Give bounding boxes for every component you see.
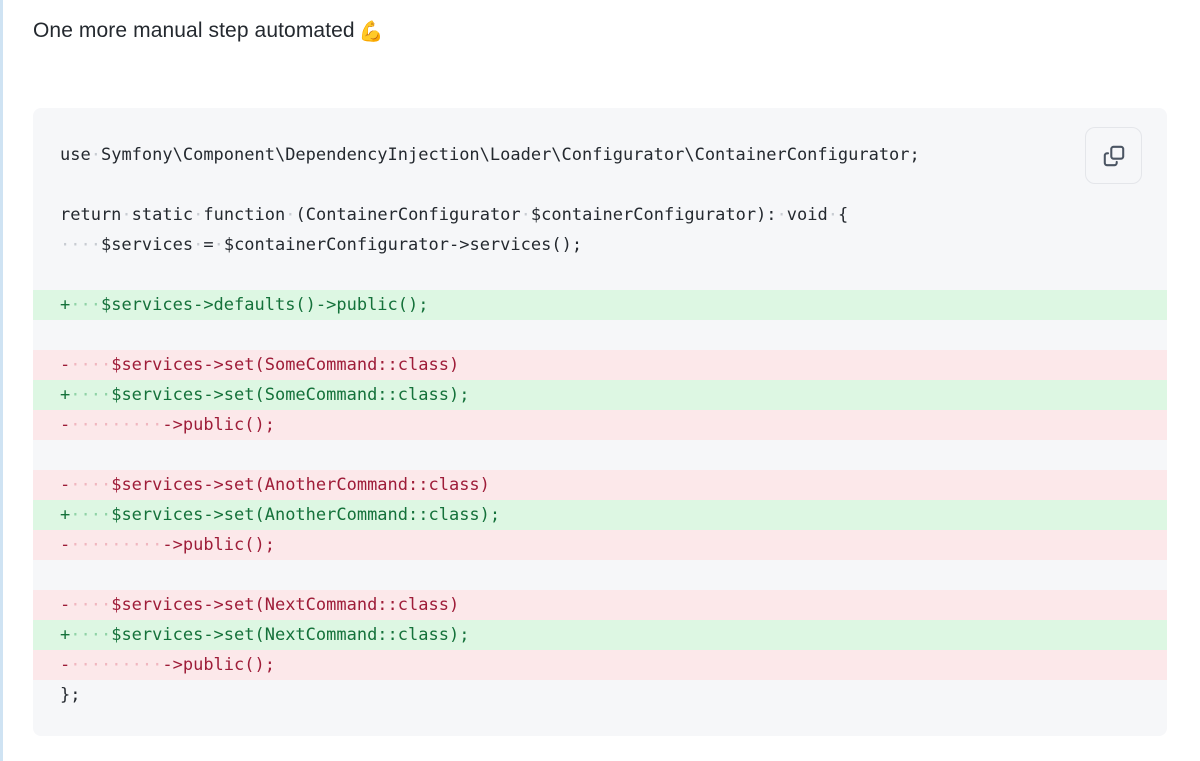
code-block: use·Symfony\Component\DependencyInjectio… <box>33 108 1167 736</box>
flexed-biceps-emoji: 💪 <box>358 19 384 43</box>
code-line: use·Symfony\Component\DependencyInjectio… <box>60 145 920 165</box>
code-line-blank <box>33 560 1167 590</box>
code-line: ····$services·=·$containerConfigurator->… <box>60 235 583 255</box>
code-line-blank <box>33 170 1167 200</box>
code-line-removed: -····$services->set(SomeCommand::class) <box>33 350 1167 380</box>
code-line-blank <box>33 320 1167 350</box>
page-title: One more manual step automated💪 <box>33 14 384 48</box>
code-line-added: +····$services->set(NextCommand::class); <box>33 620 1167 650</box>
code-line-removed: -····$services->set(AnotherCommand::clas… <box>33 470 1167 500</box>
code-body: use·Symfony\Component\DependencyInjectio… <box>33 108 1167 710</box>
page-root: One more manual step automated💪 use·Symf… <box>3 0 1200 761</box>
code-line: return·static·function·(ContainerConfigu… <box>60 205 849 225</box>
code-line-removed: -·········->public(); <box>33 650 1167 680</box>
code-line: }; <box>60 685 81 705</box>
code-line-removed: -····$services->set(NextCommand::class) <box>33 590 1167 620</box>
left-accent-rail <box>0 0 3 761</box>
code-content[interactable]: use·Symfony\Component\DependencyInjectio… <box>33 140 1167 710</box>
copy-icon <box>1101 143 1127 169</box>
code-line-added: +····$services->set(AnotherCommand::clas… <box>33 500 1167 530</box>
code-line-removed: -·········->public(); <box>33 530 1167 560</box>
code-line-removed: -·········->public(); <box>33 410 1167 440</box>
copy-code-button[interactable] <box>1085 127 1142 184</box>
code-line-added: +····$services->set(SomeCommand::class); <box>33 380 1167 410</box>
code-line-blank <box>33 260 1167 290</box>
code-line-added: +···$services->defaults()->public(); <box>33 290 1167 320</box>
code-line-blank <box>33 440 1167 470</box>
page-title-text: One more manual step automated <box>33 19 355 42</box>
